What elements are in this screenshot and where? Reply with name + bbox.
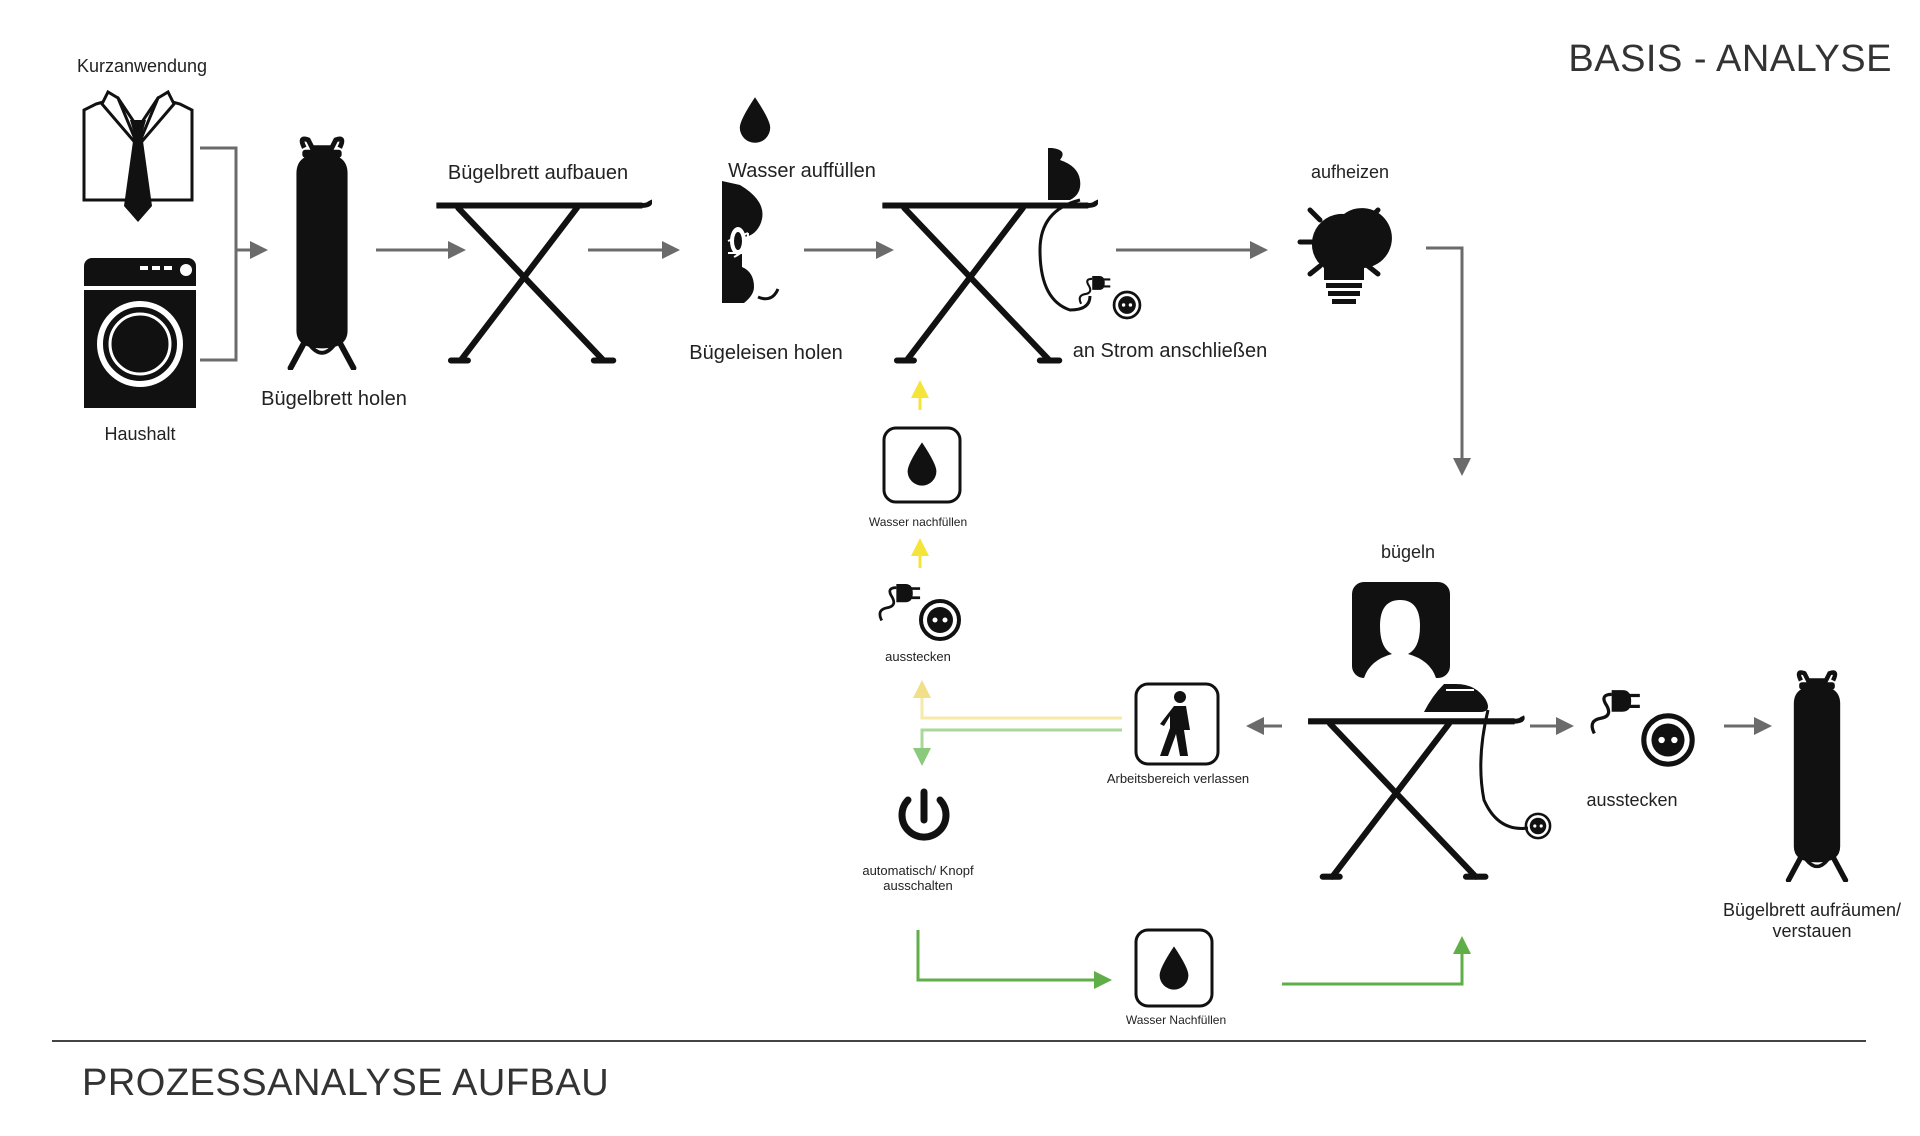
merge-bracket <box>200 146 238 362</box>
label-arbeitsbereich: Arbeitsbereich verlassen <box>1106 771 1250 786</box>
label-an-strom: an Strom anschließen <box>1072 340 1268 362</box>
label-buegelbrett-holen: Bügelbrett holen <box>261 388 407 410</box>
label-aufraeumen-line2: verstauen <box>1772 920 1852 941</box>
label-aufraeumen: Bügelbrett aufräumen/ verstauen <box>1723 900 1901 941</box>
label-wasser-nachfuellen-bottom: Wasser Nachfüllen <box>1125 1013 1227 1027</box>
socket-icon-2 <box>1644 716 1692 764</box>
water-drop-box-icon-2 <box>1134 928 1214 1008</box>
washing-machine-icon <box>84 258 196 408</box>
label-ausstecken-small: ausstecken <box>885 649 951 664</box>
arrow-6-down <box>1426 246 1471 476</box>
iron-icon <box>720 179 780 305</box>
water-drop-box-icon <box>882 426 962 504</box>
person-silhouette-icon <box>1352 582 1450 678</box>
power-plug-icon-3 <box>878 584 922 622</box>
label-haushalt: Haushalt <box>104 424 176 444</box>
socket-icon-3 <box>919 599 961 641</box>
label-automatisch-line2: ausschalten <box>883 877 953 893</box>
ironing-board-folded-icon <box>291 139 354 368</box>
arrow-green-2 <box>1282 936 1471 986</box>
ironing-board-ironing-icon <box>1308 684 1529 877</box>
socket-icon <box>1112 290 1142 320</box>
label-wasser-auffuellen: Wasser auffüllen <box>728 160 876 182</box>
power-button-icon <box>898 788 950 841</box>
power-plug-icon-2 <box>1590 690 1642 736</box>
label-buegelbrett-aufbauen: Bügelbrett aufbauen <box>447 162 629 184</box>
label-kurzanwendung: Kurzanwendung <box>76 56 208 76</box>
label-aufraeumen-line1: Bügelbrett aufräumen/ <box>1722 900 1902 920</box>
board-with-iron-icon <box>882 148 1096 361</box>
arrow-green-pale <box>913 728 1122 766</box>
water-drop-icon <box>739 97 771 143</box>
label-automatisch: automatisch/ Knopf ausschalten <box>862 863 974 894</box>
socket-icon-ironing <box>1524 812 1552 840</box>
label-ausstecken-right: ausstecken <box>1586 790 1678 810</box>
footer-title: PROZESSANALYSE AUFBAU <box>82 1062 610 1104</box>
ironing-board-icon <box>436 201 650 361</box>
label-automatisch-line1: automatisch/ Knopf <box>862 863 974 878</box>
label-wasser-nachfuellen-small: Wasser nachfüllen <box>868 515 968 529</box>
arrow-yellow-pale <box>913 680 1122 720</box>
arrow-green-1 <box>916 930 1112 989</box>
page-title: BASIS - ANALYSE <box>1568 38 1892 80</box>
label-buegeleisen-holen: Bügeleisen holen <box>689 342 843 364</box>
label-aufheizen: aufheizen <box>1310 162 1390 182</box>
ironing-board-stowed-icon <box>1788 672 1845 880</box>
label-buegeln: bügeln <box>1380 542 1436 562</box>
light-bulb-icon <box>1297 207 1392 304</box>
power-plug-icon <box>1078 276 1112 305</box>
shirt-tie-icon <box>82 89 194 222</box>
walking-person-icon <box>1134 682 1220 766</box>
